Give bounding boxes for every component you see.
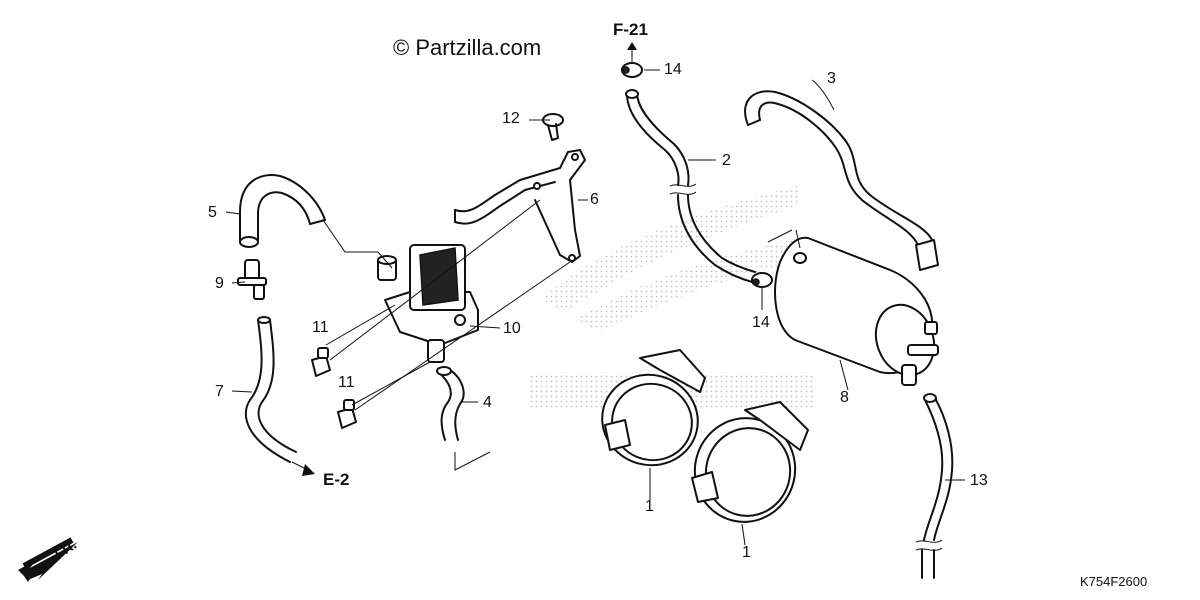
callout-8: 8 <box>840 389 849 406</box>
clamp-14-top <box>621 62 643 78</box>
background-logo <box>530 185 815 410</box>
callout-14a: 14 <box>664 61 682 78</box>
callout-14b: 14 <box>752 314 770 331</box>
callout-9: 9 <box>215 275 224 292</box>
ref-f21: F-21 <box>613 20 648 39</box>
bolt-11a <box>311 347 331 377</box>
band-clamp-1a <box>601 349 706 467</box>
bolt-11b <box>337 399 357 429</box>
diagram-code: K754F2600 <box>1080 574 1148 589</box>
nipple-9 <box>237 259 267 300</box>
valve-10 <box>377 244 479 363</box>
callout-11a: 11 <box>312 319 329 336</box>
callout-2: 2 <box>722 152 731 169</box>
hose-2 <box>625 89 756 283</box>
band-clamp-1b <box>691 401 809 523</box>
callout-6: 6 <box>590 191 599 208</box>
callout-4: 4 <box>483 394 492 411</box>
ref-e2: E-2 <box>323 470 350 489</box>
bracket-6 <box>454 149 586 263</box>
callout-7: 7 <box>215 383 224 400</box>
hose-13 <box>915 393 954 579</box>
callout-10: 10 <box>503 320 521 337</box>
watermark: © Partzilla.com <box>393 35 542 60</box>
callout-11b: 11 <box>338 374 355 391</box>
callout-13: 13 <box>970 472 988 489</box>
front-arrow-icon <box>18 537 78 582</box>
leader-lines <box>225 69 965 546</box>
callout-3: 3 <box>827 70 836 87</box>
callout-5: 5 <box>208 204 217 221</box>
callout-12: 12 <box>502 110 520 127</box>
callout-1b: 1 <box>742 544 751 561</box>
hose-4 <box>436 366 465 441</box>
hose-7 <box>244 316 297 463</box>
callout-1a: 1 <box>645 498 654 515</box>
f21-arrow <box>627 42 637 62</box>
screw-12 <box>542 113 564 141</box>
e2-arrow <box>291 461 315 476</box>
canister-8 <box>767 229 939 386</box>
hose-3 <box>744 90 939 271</box>
clamp-14-bottom <box>751 272 773 288</box>
hose-5 <box>239 174 326 248</box>
